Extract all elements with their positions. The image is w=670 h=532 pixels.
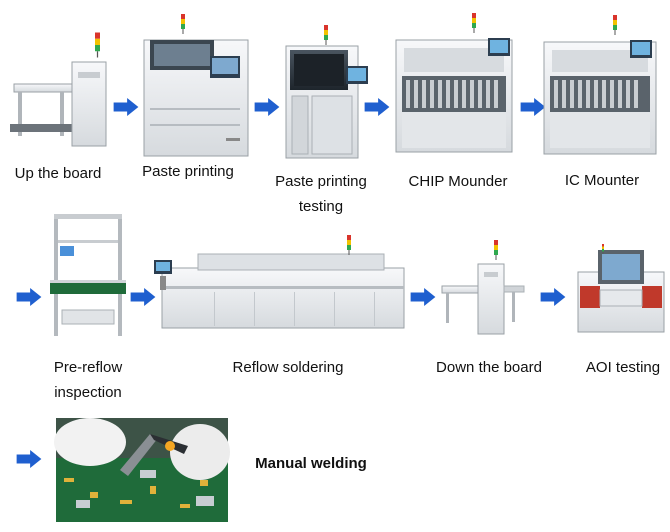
arrow-2 [254, 98, 280, 116]
label-paste-printing: Paste printing [142, 163, 234, 180]
label-down-the-board: Down the board [436, 359, 542, 376]
arrow-6 [130, 288, 156, 306]
arrow-1 [113, 98, 139, 116]
arrow-8 [540, 288, 566, 306]
manual-welding-photo [54, 418, 230, 522]
ic-mounter-machine [543, 15, 657, 155]
spi-machine [285, 25, 368, 159]
arrow-9 [16, 450, 42, 468]
label-chip-mounder: CHIP Mounder [408, 173, 508, 190]
arrow-7 [410, 288, 436, 306]
arrow-3 [364, 98, 390, 116]
unloader-machine [441, 240, 525, 335]
paste-printer-machine [143, 14, 249, 157]
arrow-5 [16, 288, 42, 306]
label-manual-welding: Manual welding [255, 455, 367, 472]
label-up-the-board: Up the board [14, 165, 102, 182]
aoi-machine [577, 244, 665, 333]
arrow-4 [520, 98, 546, 116]
loader-machine [10, 32, 107, 147]
label-reflow-soldering: Reflow soldering [232, 359, 344, 376]
label-aoi-testing: AOI testing [585, 359, 661, 376]
label-ic-mounter: IC Mounter [564, 172, 640, 189]
chip-mounter-machine [395, 13, 513, 153]
inspection-bench [50, 214, 126, 336]
label-pre-reflow-inspection: Pre-reflow inspection [53, 359, 123, 401]
reflow-oven [154, 235, 405, 329]
label-paste-printing-testing: Paste printing testing [275, 173, 367, 215]
